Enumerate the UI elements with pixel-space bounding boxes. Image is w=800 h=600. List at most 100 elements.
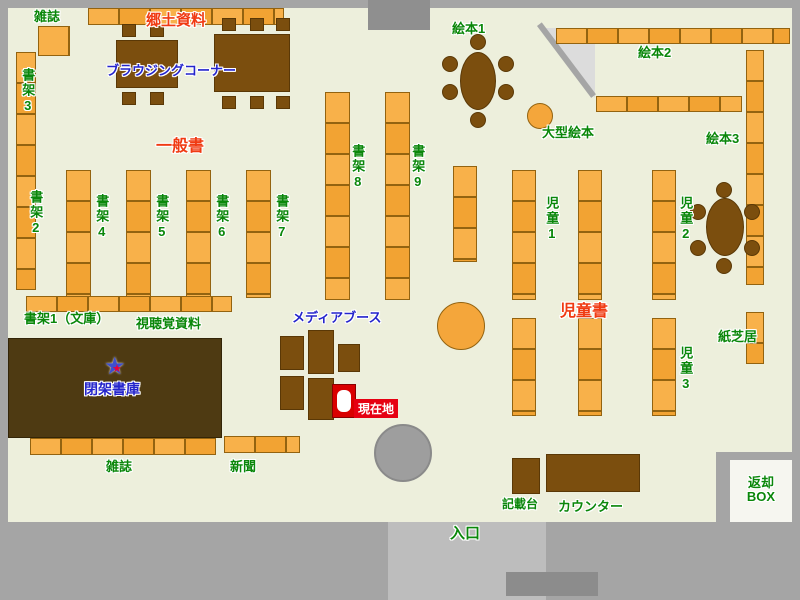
media-booth-unit bbox=[308, 330, 334, 374]
label-entrance: 入口 bbox=[450, 525, 481, 542]
shelf-4 bbox=[66, 170, 91, 298]
chair bbox=[744, 240, 760, 256]
chair bbox=[498, 84, 514, 100]
label-magazines-top: 雑誌 bbox=[34, 9, 61, 24]
label-picture-books-1: 絵本1 bbox=[452, 21, 486, 36]
shelf-children-3 bbox=[652, 318, 676, 416]
label-shelf-7: 書架7 bbox=[274, 194, 290, 241]
chair bbox=[690, 204, 706, 220]
label-media-booth: メディアブース bbox=[292, 310, 382, 325]
chair bbox=[470, 112, 486, 128]
return-box-alcove bbox=[730, 460, 792, 522]
label-shelf-3: 書架3 bbox=[20, 68, 36, 115]
star-inner-icon: ★ bbox=[112, 363, 122, 375]
writing-desk bbox=[512, 458, 540, 494]
shelf-8 bbox=[325, 92, 350, 300]
shelf-picture-books-2-top bbox=[556, 28, 790, 44]
shelf-children-mid bbox=[578, 170, 602, 300]
shelf-6 bbox=[186, 170, 211, 298]
label-browsing-corner: ブラウジングコーナー bbox=[106, 63, 237, 78]
chair bbox=[690, 240, 706, 256]
chair bbox=[716, 258, 732, 274]
current-location-booth bbox=[332, 384, 356, 418]
label-local-materials: 郷土資料 bbox=[146, 12, 207, 29]
chair bbox=[442, 84, 458, 100]
shelf-newspapers bbox=[224, 436, 300, 453]
top-pillar-wall bbox=[368, 0, 430, 30]
pillar-circle bbox=[374, 424, 432, 482]
shelf-children-lower-1 bbox=[512, 318, 536, 416]
label-children-2: 児童2 bbox=[678, 196, 694, 243]
shelf-center-small bbox=[453, 166, 477, 262]
label-magazines-bottom: 雑誌 bbox=[106, 459, 133, 474]
label-large-picture-books: 大型絵本 bbox=[542, 125, 595, 140]
media-booth-unit bbox=[280, 376, 304, 410]
media-booth-unit bbox=[338, 344, 360, 372]
label-return-box: 返却 BOX bbox=[732, 475, 790, 505]
label-children-books: 児童書 bbox=[560, 303, 609, 320]
picture-book-table bbox=[460, 52, 496, 110]
shelf-children-1 bbox=[512, 170, 536, 300]
label-return-box-line2: BOX bbox=[746, 489, 776, 505]
shelf-large-picture-books bbox=[527, 103, 553, 129]
label-shelf-9: 書架9 bbox=[410, 144, 426, 191]
browsing-table-1 bbox=[116, 40, 178, 88]
shelf-magazines-bottom bbox=[30, 438, 216, 455]
label-picture-books-2: 絵本2 bbox=[638, 45, 672, 60]
shelf-5 bbox=[126, 170, 151, 298]
label-kamishibai: 紙芝居 bbox=[718, 329, 758, 344]
shelf-bunko-av bbox=[26, 296, 232, 312]
chair bbox=[222, 18, 236, 31]
shelf-children-2 bbox=[652, 170, 676, 300]
label-shelf-8: 書架8 bbox=[350, 144, 366, 191]
chair bbox=[122, 24, 136, 37]
chair bbox=[470, 34, 486, 50]
shelf-picture-books-3-wall bbox=[746, 50, 764, 285]
chair bbox=[222, 96, 236, 109]
label-av-materials: 視聴覚資料 bbox=[136, 316, 202, 331]
label-picture-books-3: 絵本3 bbox=[706, 131, 740, 146]
chair bbox=[442, 56, 458, 72]
media-booth-unit bbox=[280, 336, 304, 370]
label-shelf-4: 書架4 bbox=[94, 194, 110, 241]
shelf-9 bbox=[385, 92, 410, 300]
current-location-booth-highlight bbox=[337, 390, 351, 412]
chair bbox=[744, 204, 760, 220]
chair bbox=[250, 96, 264, 109]
shelf-wall-left-shelf3-shelf2 bbox=[16, 52, 36, 290]
children-table bbox=[706, 198, 744, 256]
chair bbox=[498, 56, 514, 72]
chair bbox=[250, 18, 264, 31]
chair bbox=[122, 92, 136, 105]
label-general-books: 一般書 bbox=[156, 138, 205, 155]
shelf-7 bbox=[246, 170, 271, 298]
round-table bbox=[437, 302, 485, 350]
label-counter: カウンター bbox=[558, 499, 624, 514]
chair bbox=[276, 96, 290, 109]
entrance-mat bbox=[506, 572, 598, 596]
shelf-children-lower-2 bbox=[578, 318, 602, 416]
current-location-badge: 現在地 bbox=[354, 399, 399, 418]
label-children-3: 児童3 bbox=[678, 346, 694, 393]
browsing-table-2 bbox=[214, 34, 290, 92]
shelf-kamishibai bbox=[746, 312, 764, 364]
label-shelf-2: 書架2 bbox=[28, 190, 44, 237]
label-writing-desk: 記載台 bbox=[502, 497, 539, 511]
chair bbox=[716, 182, 732, 198]
label-shelf-5: 書架5 bbox=[154, 194, 170, 241]
shelf-picture-books-2-bottom bbox=[596, 96, 742, 112]
star-icon: ★ bbox=[104, 353, 126, 380]
chair bbox=[150, 92, 164, 105]
chair bbox=[276, 18, 290, 31]
chair bbox=[150, 24, 164, 37]
closed-stacks-room bbox=[8, 338, 222, 438]
label-closed-stacks: 閉架書庫 bbox=[84, 381, 140, 397]
label-newspapers: 新聞 bbox=[230, 459, 257, 474]
label-children-1: 児童1 bbox=[544, 196, 560, 243]
media-booth-unit bbox=[308, 378, 334, 420]
counter-desk bbox=[546, 454, 640, 492]
label-return-box-line1: 返却 bbox=[747, 475, 774, 490]
shelf-magazines-top bbox=[38, 26, 70, 56]
label-shelf-6: 書架6 bbox=[214, 194, 230, 241]
